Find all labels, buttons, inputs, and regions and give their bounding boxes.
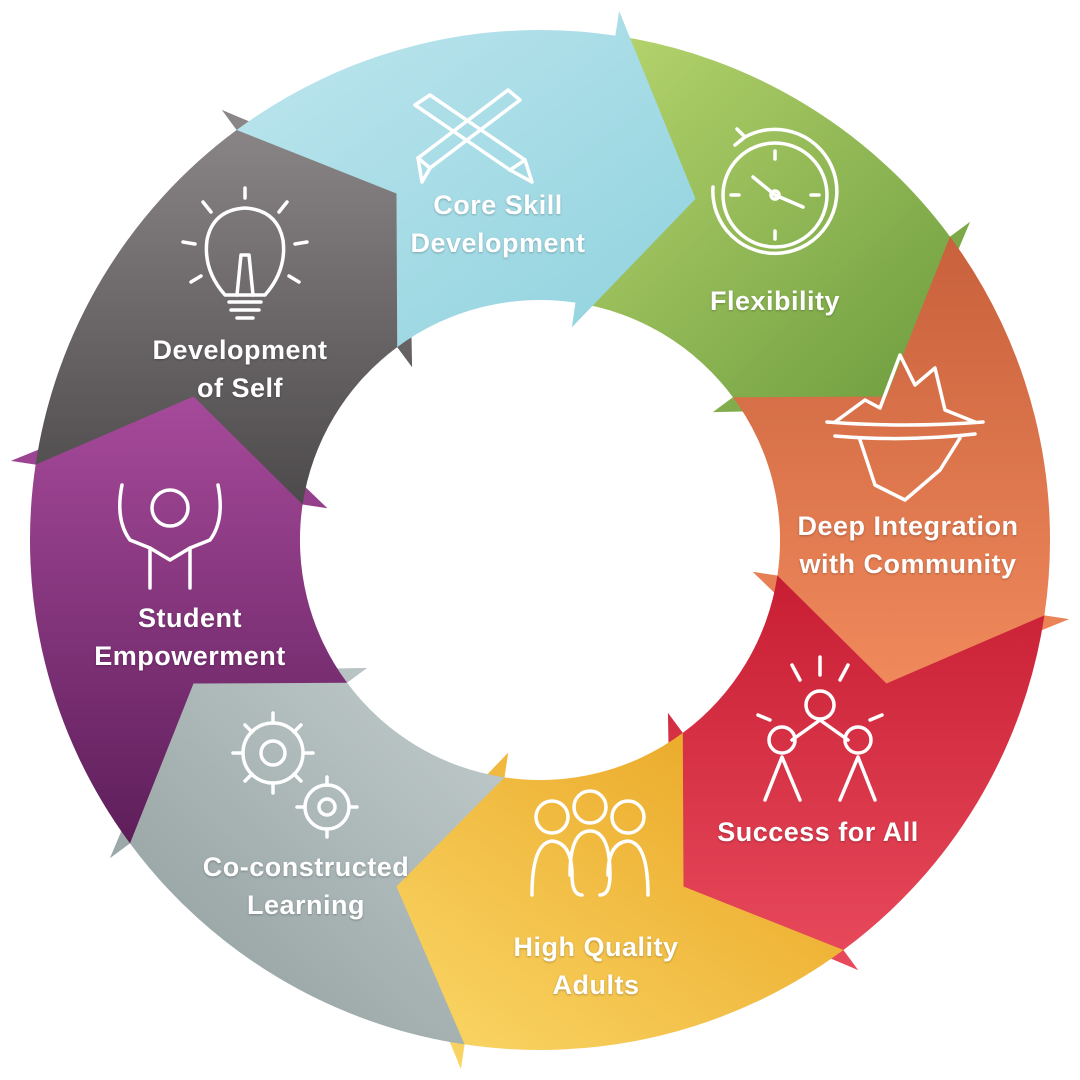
segment-arrow-empowerment [10, 384, 348, 844]
lightbulb-icon [181, 186, 309, 320]
segment-label-success: Success for All [717, 817, 919, 847]
clock-icon [711, 127, 839, 256]
segment-arrow-flexibility [575, 35, 971, 413]
segment-arrow-core-skill [236, 10, 696, 348]
cheering-group-icon [756, 655, 884, 802]
segment-arrow-high-quality [384, 732, 844, 1070]
segment-arrow-deep-integration [732, 236, 1070, 696]
segment-arrow-success [667, 575, 1045, 971]
gears-icon [231, 711, 359, 839]
segment-label-flexibility: Flexibility [709, 286, 841, 316]
iceberg-icon [825, 353, 985, 502]
three-people-icon [530, 789, 650, 897]
raised-arms-person-icon [118, 483, 222, 590]
segment-arrow-self [35, 109, 413, 505]
segment-arrow-co-constructed [109, 667, 505, 1045]
crossed-pencils-icon [413, 88, 534, 184]
